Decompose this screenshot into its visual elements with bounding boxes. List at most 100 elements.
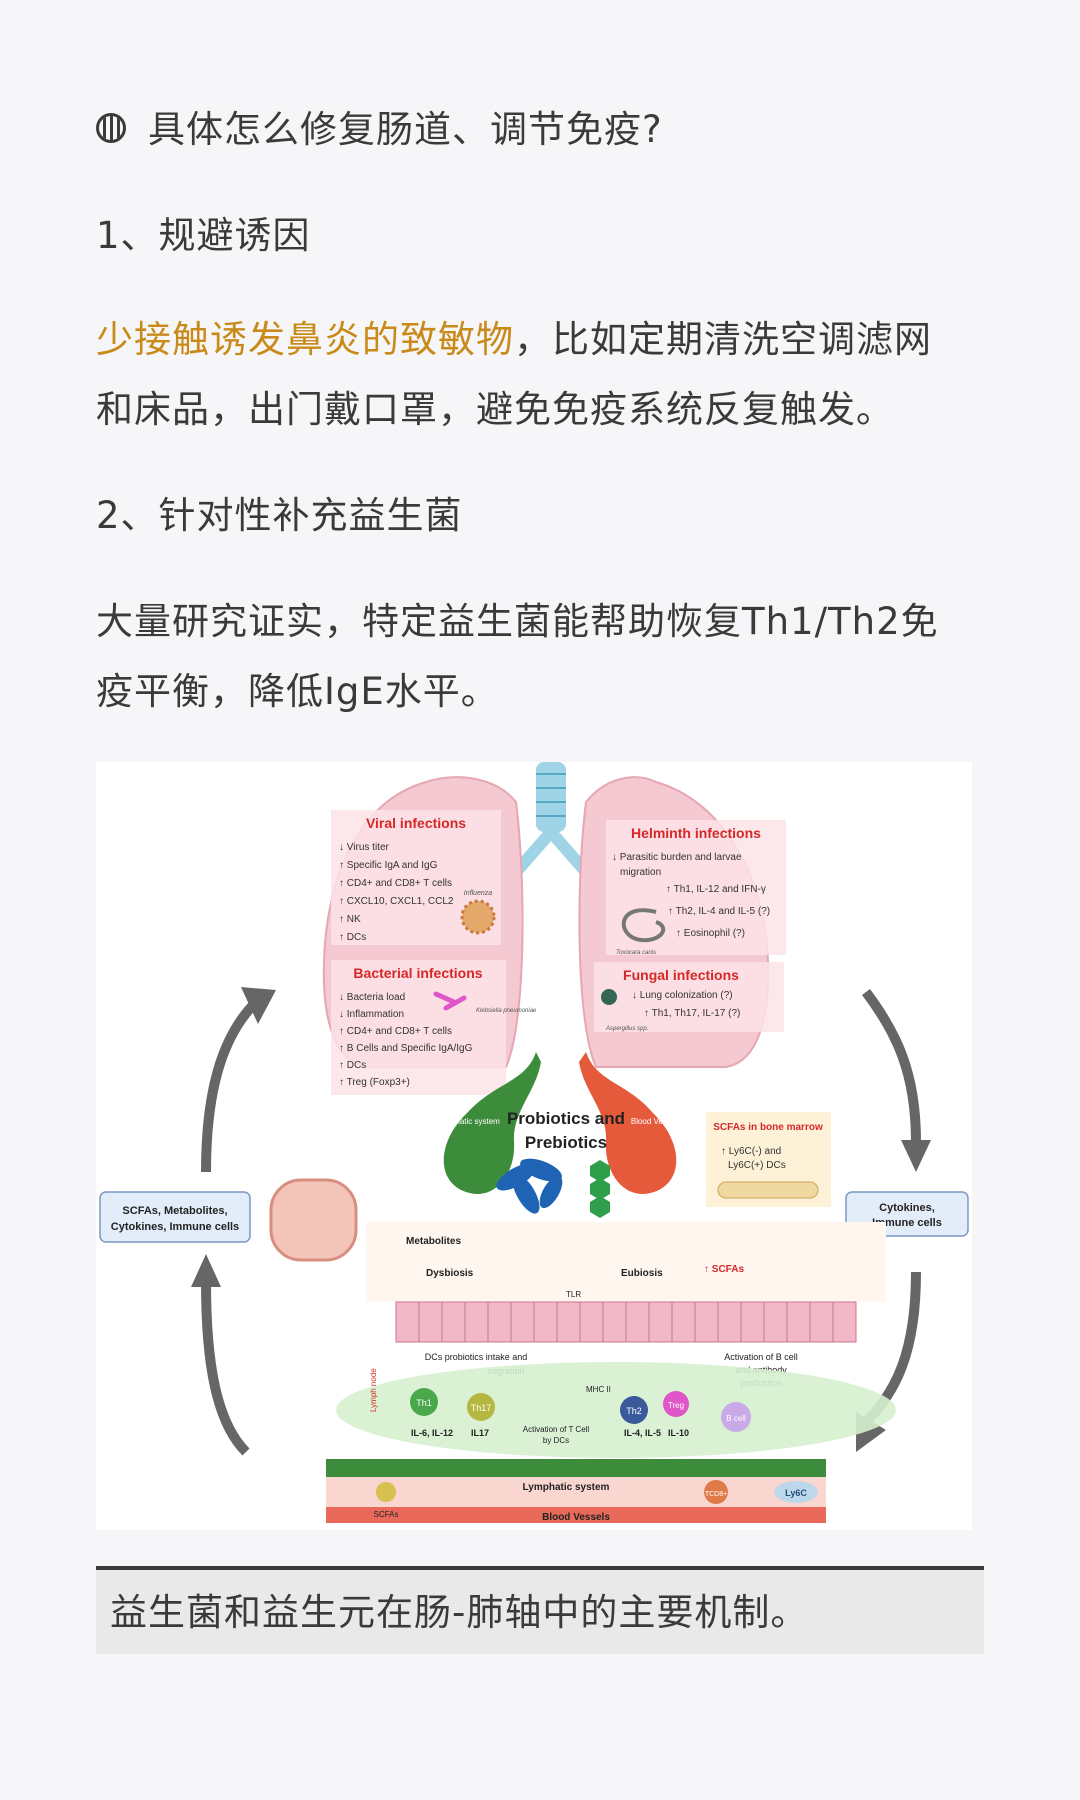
bcell-label: B cell: [726, 1414, 746, 1423]
bacterial-label: Klebsiella pneumoniae: [476, 1008, 537, 1014]
figure-caption-box: 益生菌和益生元在肠-肺轴中的主要机制。: [96, 1566, 984, 1654]
viral-item: ↑ CXCL10, CXCL1, CCL2: [339, 896, 454, 907]
bone-marrow-line2: Ly6C(+) DCs: [728, 1160, 786, 1171]
viral-item: ↑ DCs: [339, 932, 366, 943]
helminth-item: ↑ Th1, IL-12 and IFN-γ: [666, 884, 766, 895]
blood-vessels-label: Blood Vessels: [542, 1512, 610, 1523]
viral-title: Viral infections: [366, 815, 466, 831]
lymphatic-system-label: Lymphatic system: [523, 1482, 610, 1493]
bone-marrow-line1: ↑ Ly6C(-) and: [721, 1146, 781, 1157]
striped-circle-icon: [96, 112, 126, 143]
viral-label: Influenza: [464, 890, 493, 897]
step1-rest: ，比如定期清洗空调滤网: [514, 318, 932, 361]
blood-vessel-label: Blood Vessels: [631, 1117, 681, 1126]
section-heading-text: 具体怎么修复肠道、调节免疫?: [148, 108, 663, 151]
virus-icon: [460, 899, 496, 935]
bacterial-title: Bacterial infections: [353, 965, 482, 981]
metabolites-label: Metabolites: [406, 1236, 461, 1247]
scfas-bottom-label: SCFAs: [374, 1510, 399, 1519]
activation-t-line1: Activation of T Cell: [523, 1425, 590, 1434]
dcs-line1: DCs probiotics intake and: [425, 1352, 528, 1362]
center-title-1: Probiotics and: [507, 1109, 625, 1128]
gut-lumen: [366, 1222, 886, 1302]
gut-lung-axis-figure: Viral infections ↓ Virus titer ↑ Specifi…: [96, 762, 972, 1530]
trachea-rings: [536, 773, 566, 817]
bacterial-item: ↓ Inflammation: [339, 1009, 404, 1020]
left-box-line1: SCFAs, Metabolites,: [122, 1205, 227, 1217]
bronchi: [511, 828, 591, 876]
bacterial-item: ↑ B Cells and Specific IgA/IgG: [339, 1043, 473, 1054]
center-title-2: Prebiotics: [525, 1133, 607, 1152]
lymph-node: [336, 1362, 896, 1458]
right-box-line2: Immune cells: [872, 1217, 942, 1229]
bacterial-box: [331, 960, 506, 1095]
viral-item: ↑ CD4+ and CD8+ T cells: [339, 878, 452, 889]
scfas-label: ↑ SCFAs: [704, 1264, 744, 1275]
step1-highlight: 少接触诱发鼻炎的致敏物: [96, 318, 514, 361]
step2-paragraph-line1: 大量研究证实，特定益生菌能帮助恢复Th1/Th2免: [96, 600, 939, 643]
helminth-title: Helminth infections: [631, 825, 761, 841]
helminth-item: ↑ Eosinophil (?): [676, 928, 745, 939]
il6-label: IL-6, IL-12: [411, 1428, 453, 1438]
figure-caption: 益生菌和益生元在肠-肺轴中的主要机制。: [110, 1591, 809, 1634]
blood-vessel-shape: [579, 1052, 677, 1194]
fungal-item: ↑ Th1, Th17, IL-17 (?): [644, 1008, 740, 1019]
left-box: [99, 1191, 251, 1243]
activation-b-line1: Activation of B cell: [724, 1352, 798, 1362]
figure-diagram: Viral infections ↓ Virus titer ↑ Specifi…: [99, 762, 969, 1523]
viral-item: ↑ NK: [339, 914, 361, 925]
viral-item: ↑ Specific IgA and IgG: [339, 860, 438, 871]
bcell: [721, 1402, 751, 1432]
ly6c-label: Ly6C: [785, 1488, 807, 1498]
bacterial-items: ↓ Bacteria load ↓ Inflammation ↑ CD4+ an…: [339, 992, 473, 1088]
lymphatic-band: [326, 1459, 826, 1477]
helminth-item: migration: [620, 867, 661, 878]
epithelial-cells: [418, 1302, 834, 1342]
step1-title: 1、规避诱因: [96, 214, 311, 257]
scfas-dot: [376, 1482, 396, 1502]
bacterial-item: ↓ Bacteria load: [339, 992, 405, 1003]
th2-cell: [620, 1396, 648, 1424]
step2-title: 2、针对性补充益生菌: [96, 494, 463, 537]
bone-marrow-title: SCFAs in bone marrow: [713, 1122, 823, 1133]
step1-paragraph-line1: 少接触诱发鼻炎的致敏物，比如定期清洗空调滤网: [96, 304, 932, 376]
mhc-label: MHC II: [586, 1385, 611, 1394]
helminth-label: Toxocara canis: [616, 950, 656, 956]
ly6c-cell: [774, 1481, 818, 1503]
intestine-icon: [269, 1178, 358, 1262]
th1-cell: [410, 1388, 438, 1416]
helminth-items: ↓ Parasitic burden and larvae migration …: [612, 852, 770, 939]
step1-paragraph-line2: 和床品，出门戴口罩，避免免疫系统反复触发。: [96, 388, 894, 431]
bacterial-item: ↑ DCs: [339, 1060, 366, 1071]
il10-label: IL-10: [668, 1428, 689, 1438]
fungal-items: ↓ Lung colonization (?) ↑ Th1, Th17, IL-…: [632, 990, 740, 1019]
activation-t-line2: by DCs: [543, 1436, 569, 1445]
helminth-item: ↑ Th2, IL-4 and IL-5 (?): [668, 906, 770, 917]
helminth-item: ↓ Parasitic burden and larvae: [612, 852, 742, 863]
fungal-title: Fungal infections: [623, 967, 739, 983]
left-box-line2: Cytokines, Immune cells: [111, 1221, 239, 1233]
dysbiosis-label: Dysbiosis: [426, 1268, 474, 1279]
eubiosis-label: Eubiosis: [621, 1268, 663, 1279]
vessel-gap: [326, 1477, 826, 1507]
prebiotics-icon: [590, 1160, 610, 1218]
th17-label: Th17: [471, 1403, 492, 1413]
bacteria-icon: [433, 991, 467, 1011]
tcd8-label: TCD8+: [705, 1491, 727, 1498]
right-box-line1: Cytokines,: [879, 1202, 935, 1214]
lymphatic-vessel-label: Lymphatic system: [436, 1117, 500, 1126]
treg-cell: [663, 1391, 689, 1417]
blood-band: [326, 1507, 826, 1523]
viral-items: ↓ Virus titer ↑ Specific IgA and IgG ↑ C…: [339, 842, 454, 943]
tlr-label: TLR: [566, 1290, 581, 1299]
th1-label: Th1: [416, 1398, 432, 1408]
th2-label: Th2: [626, 1406, 642, 1416]
helminth-box: [606, 820, 786, 955]
bacterial-item: ↑ CD4+ and CD8+ T cells: [339, 1026, 452, 1037]
lymph-node-label: Lymph node: [369, 1368, 378, 1412]
bacterial-item: ↑ Treg (Foxp3+): [339, 1077, 410, 1088]
il4-label: IL-4, IL-5: [624, 1428, 661, 1438]
bone-icon: [717, 1181, 819, 1199]
trachea: [536, 762, 566, 832]
viral-item: ↓ Virus titer: [339, 842, 389, 853]
